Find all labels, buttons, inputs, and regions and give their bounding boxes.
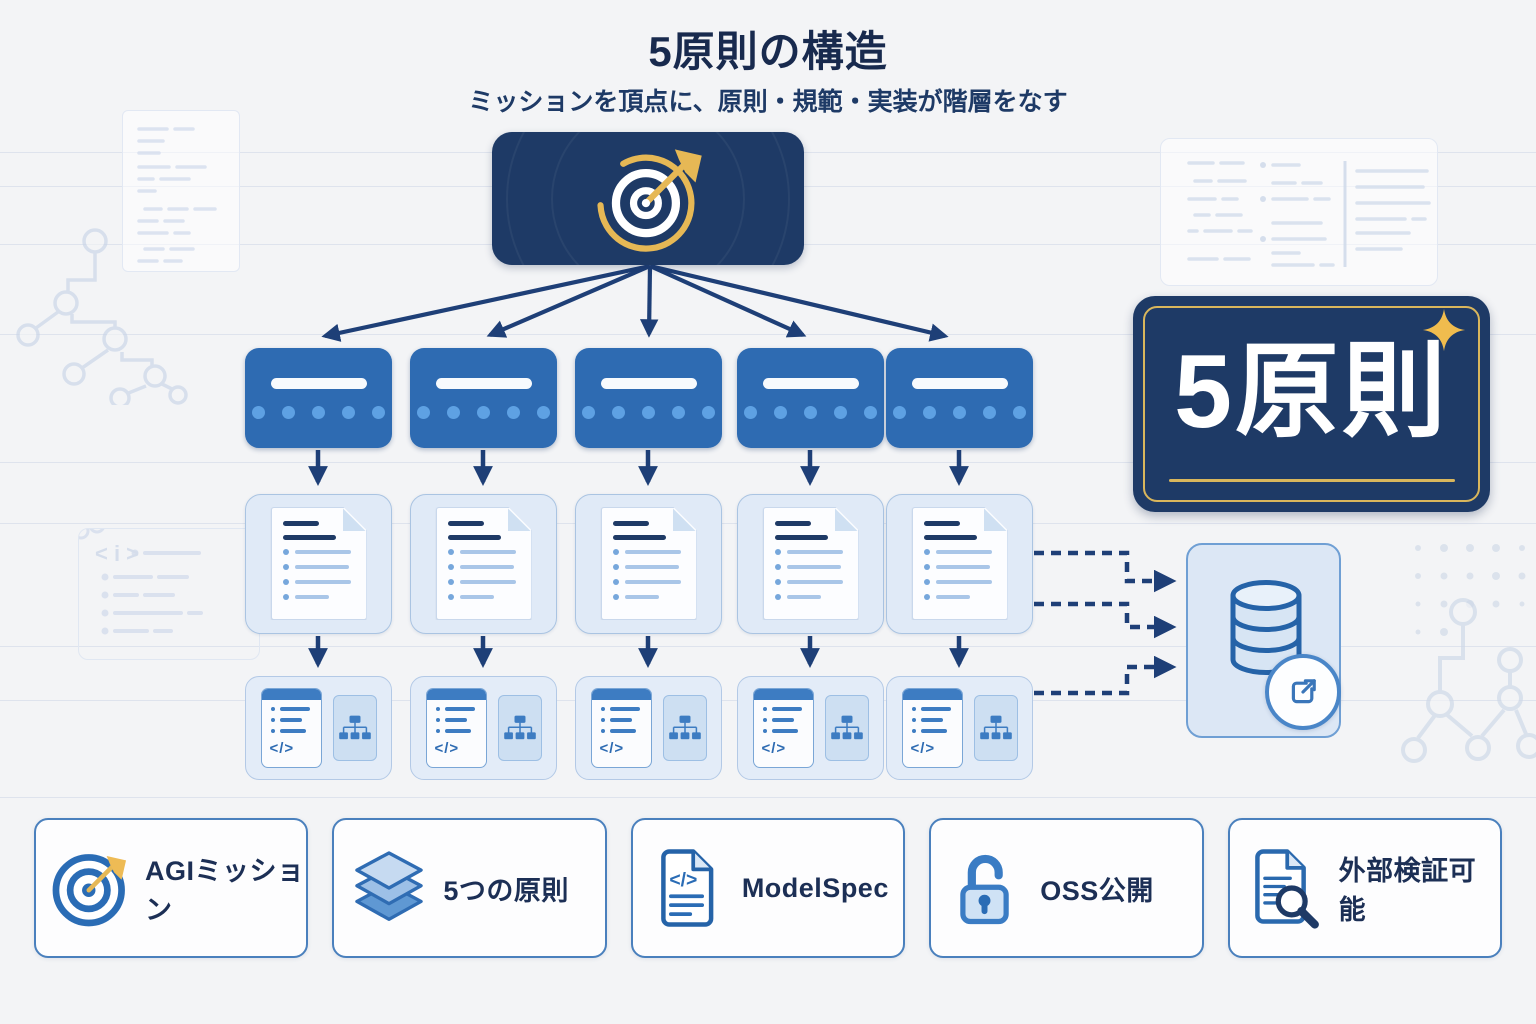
flowchart-icon bbox=[497, 695, 542, 761]
external-link-icon bbox=[1291, 679, 1316, 704]
spec-document-card bbox=[245, 494, 392, 634]
principle-title-placeholder bbox=[270, 378, 367, 389]
implementation-card: </> bbox=[410, 676, 557, 780]
svg-text:</>: </> bbox=[669, 869, 697, 891]
background-rule bbox=[0, 646, 1536, 647]
legend-card-oss: OSS公開 bbox=[929, 818, 1204, 958]
spec-document-card bbox=[737, 494, 884, 634]
page-fold bbox=[984, 508, 1007, 531]
mission-root-box bbox=[492, 132, 804, 265]
flowchart-icon bbox=[824, 695, 869, 761]
document-search-icon bbox=[1244, 847, 1326, 929]
open-padlock-icon bbox=[945, 847, 1027, 929]
badge-label: 5原則 bbox=[1174, 334, 1449, 450]
page-fold bbox=[673, 508, 696, 531]
principle-dots bbox=[737, 406, 884, 419]
code-panel-icon: </> bbox=[260, 688, 322, 768]
sparkle-icon bbox=[1422, 308, 1466, 352]
code-panel-icon: </> bbox=[752, 688, 814, 768]
external-link-badge bbox=[1265, 654, 1341, 730]
principle-title-placeholder bbox=[600, 378, 697, 389]
database-icon bbox=[1230, 580, 1302, 675]
flowchart-icon bbox=[662, 695, 707, 761]
code-panel-icon: </> bbox=[590, 688, 652, 768]
legend-card-agi-mission: AGIミッション bbox=[34, 818, 309, 958]
document-icon bbox=[436, 507, 532, 620]
legend-label: OSS公開 bbox=[1040, 875, 1154, 906]
badge-underline bbox=[1168, 478, 1455, 482]
page-fold bbox=[835, 508, 858, 531]
implementation-card: </> bbox=[245, 676, 392, 780]
legend-label: ModelSpec bbox=[741, 872, 889, 903]
layers-icon bbox=[348, 847, 430, 929]
principle-dots bbox=[886, 406, 1033, 419]
flowchart-icon bbox=[332, 695, 377, 761]
document-icon bbox=[601, 507, 697, 620]
legend-card-verifiable: 外部検証可能 bbox=[1227, 818, 1503, 958]
principle-box bbox=[245, 348, 392, 448]
document-icon bbox=[912, 507, 1008, 620]
background-rule bbox=[0, 334, 1536, 335]
principle-title-placeholder bbox=[762, 378, 859, 389]
legend-card-five-principles: 5つの原則 bbox=[332, 818, 607, 958]
five-principles-badge: 5原則 bbox=[1133, 296, 1490, 512]
repository-card bbox=[1186, 543, 1341, 738]
legend-row: AGIミッション 5つの原則 </> bbox=[34, 818, 1503, 958]
principle-title-placeholder bbox=[435, 378, 532, 389]
implementation-card: </> bbox=[737, 676, 884, 780]
page-fold bbox=[508, 508, 531, 531]
code-document-icon: </> bbox=[647, 847, 729, 929]
page-title: 5原則の構造 bbox=[648, 28, 888, 75]
document-icon bbox=[271, 507, 367, 620]
legend-label: 5つの原則 bbox=[443, 875, 569, 906]
flowchart-icon bbox=[973, 695, 1018, 761]
spec-document-card bbox=[410, 494, 557, 634]
principle-box bbox=[737, 348, 884, 448]
code-panel-icon: </> bbox=[901, 688, 963, 768]
document-icon bbox=[763, 507, 859, 620]
code-panel-icon: </> bbox=[425, 688, 487, 768]
principle-box bbox=[575, 348, 722, 448]
background-rule bbox=[0, 462, 1536, 463]
legend-label: AGIミッション bbox=[145, 856, 305, 925]
implementation-card: </> bbox=[886, 676, 1033, 780]
principle-dots bbox=[245, 406, 392, 419]
implementation-card: </> bbox=[575, 676, 722, 780]
legend-label: 外部検証可能 bbox=[1338, 856, 1477, 925]
spec-document-card bbox=[575, 494, 722, 634]
principle-dots bbox=[410, 406, 557, 419]
legend-card-modelspec: </> ModelSpec bbox=[630, 818, 906, 958]
background-rule bbox=[0, 797, 1536, 798]
page-subtitle: ミッションを頂点に、原則・規範・実装が階層をなす bbox=[468, 88, 1068, 116]
principle-title-placeholder bbox=[911, 378, 1008, 389]
badge-gold-border bbox=[1143, 306, 1480, 502]
principle-box bbox=[886, 348, 1033, 448]
page-fold bbox=[343, 508, 366, 531]
principle-box bbox=[410, 348, 557, 448]
principle-dots bbox=[575, 406, 722, 419]
target-icon bbox=[597, 148, 702, 252]
target-icon bbox=[50, 847, 132, 929]
spec-document-card bbox=[886, 494, 1033, 634]
